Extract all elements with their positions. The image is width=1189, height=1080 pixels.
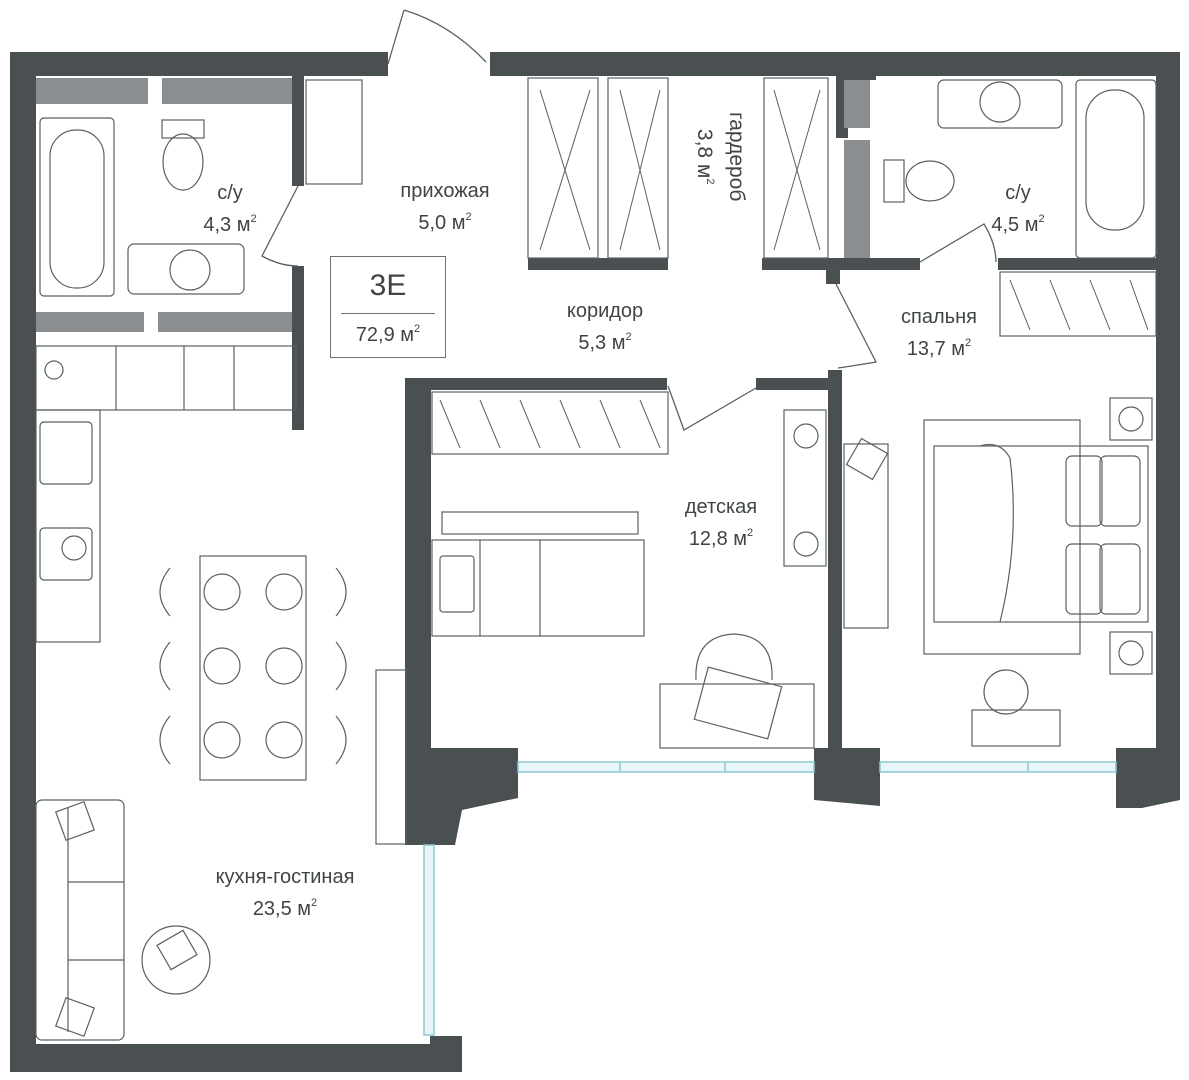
inner-walls (292, 76, 1158, 758)
badge-divider (341, 313, 435, 314)
room-bedroom-label: спальня 13,7 м2 (874, 304, 1004, 362)
windows (423, 761, 1117, 1036)
room-hall-area: 5,0 м2 (418, 211, 472, 234)
room-corridor-name: коридор (566, 300, 644, 322)
room-wardrobe-label: гардероб 3,8 м2 (691, 112, 749, 201)
room-kids-label: детская 12,8 м2 (656, 494, 786, 552)
room-corridor-area: 5,3 м2 (578, 331, 632, 354)
partitions (36, 78, 870, 332)
wardrobe-hangers (439, 89, 1149, 449)
room-living-area: 23,5 м2 (252, 897, 318, 920)
room-corridor-label: коридор 5,3 м2 (540, 298, 670, 356)
room-hall-name: прихожая (400, 180, 490, 202)
room-kids-area: 12,8 м2 (688, 527, 754, 550)
room-wardrobe-name: гардероб (725, 112, 748, 202)
room-kids-name: детская (684, 496, 758, 518)
apartment-badge: 3Е 72,9 м2 (330, 256, 446, 358)
room-wc2-name: с/у (1005, 182, 1031, 204)
room-living-label: кухня-гостиная 23,5 м2 (170, 864, 400, 922)
room-wc1-label: с/у 4,3 м2 (180, 180, 280, 238)
furniture (35, 77, 1157, 1041)
room-bedroom-name: спальня (901, 306, 977, 328)
room-living-name: кухня-гостиная (215, 866, 355, 888)
room-wc1-name: с/у (217, 182, 243, 204)
apartment-total-area: 72,9 м2 (355, 323, 421, 346)
outer-walls (10, 52, 1180, 1072)
room-wc2-label: с/у 4,5 м2 (968, 180, 1068, 238)
doors (261, 9, 997, 431)
room-wardrobe-area: 3,8 м2 (693, 128, 716, 185)
room-wc1-area: 4,3 м2 (203, 213, 257, 236)
room-wc2-area: 4,5 м2 (991, 213, 1045, 236)
apartment-code: 3Е (369, 269, 407, 302)
room-hall-label: прихожая 5,0 м2 (380, 178, 510, 236)
room-bedroom-area: 13,7 м2 (906, 337, 972, 360)
